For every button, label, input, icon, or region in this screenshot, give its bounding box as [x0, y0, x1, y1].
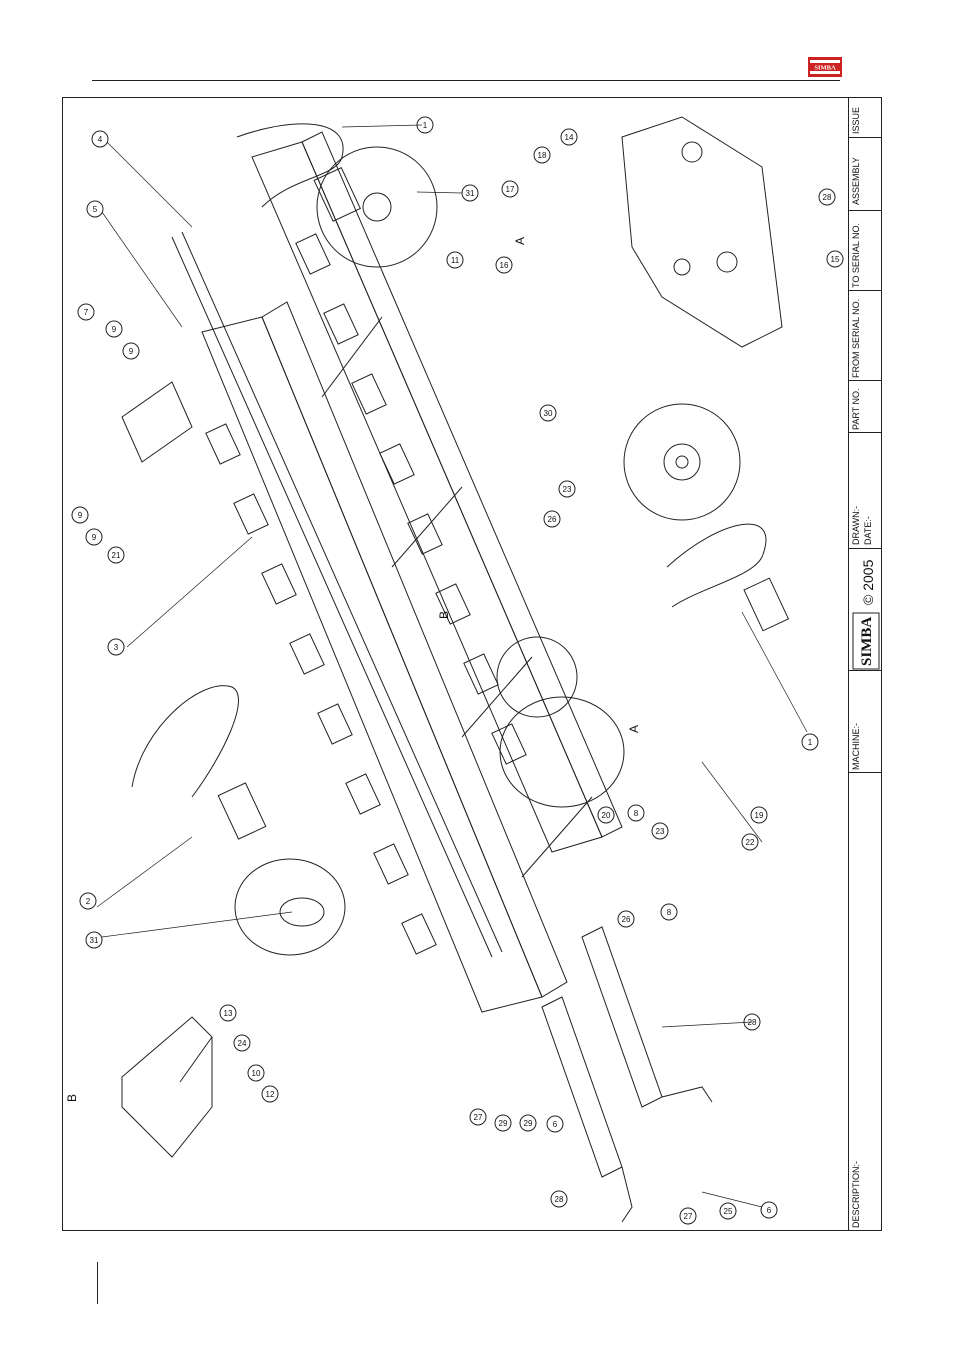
svg-text:31: 31: [90, 936, 99, 945]
disc-blade-right: [624, 404, 740, 520]
svg-text:28: 28: [555, 1195, 564, 1204]
description-label: DESCRIPTION:-: [851, 1161, 861, 1228]
svg-text:1: 1: [808, 738, 813, 747]
svg-text:B: B: [65, 1094, 79, 1102]
detail-b-scraper: [122, 1017, 212, 1157]
tine-arm-right: [667, 524, 766, 607]
hub-left: [218, 783, 265, 839]
hub-top: [314, 168, 360, 221]
svg-text:26: 26: [548, 515, 557, 524]
svg-text:A: A: [513, 237, 527, 245]
svg-text:23: 23: [563, 485, 572, 494]
svg-text:23: 23: [656, 827, 665, 836]
svg-text:8: 8: [634, 809, 639, 818]
svg-text:11: 11: [451, 256, 460, 265]
svg-text:8: 8: [667, 908, 672, 917]
svg-text:6: 6: [767, 1206, 772, 1215]
to-serial-label: TO SERIAL NO.: [851, 223, 861, 288]
svg-text:3: 3: [114, 643, 119, 652]
svg-text:9: 9: [112, 325, 117, 334]
svg-text:28: 28: [823, 193, 832, 202]
svg-text:16: 16: [500, 261, 509, 270]
simba-brand-logo: SIMBA: [852, 612, 880, 670]
svg-text:31: 31: [466, 189, 475, 198]
svg-text:22: 22: [746, 838, 755, 847]
svg-text:9: 9: [92, 533, 97, 542]
svg-text:15: 15: [831, 255, 840, 264]
from-serial-label: FROM SERIAL NO.: [851, 299, 861, 378]
margin-rule: [97, 1262, 98, 1304]
disc-blade-top: [317, 147, 437, 267]
copyright-text: © 2005: [860, 560, 876, 605]
svg-text:SIMBA: SIMBA: [859, 617, 875, 666]
svg-text:7: 7: [84, 308, 89, 317]
hub-right: [744, 578, 788, 631]
tine-brackets: [206, 234, 526, 954]
exploded-assembly-drawing: 1 31 4 18 14 5 17 28 11 16 15 7 9 9 30 2…: [62, 97, 848, 1231]
svg-text:13: 13: [224, 1009, 233, 1018]
adjuster-arm-upper: [582, 927, 662, 1107]
disc-blade-left: [235, 859, 345, 955]
drawn-label: DRAWN:-: [851, 506, 861, 545]
svg-text:1: 1: [423, 121, 428, 130]
svg-text:29: 29: [524, 1119, 533, 1128]
mounting-bracket: [122, 382, 192, 462]
tine-arm-left: [132, 686, 238, 797]
svg-text:24: 24: [238, 1039, 247, 1048]
simba-logo: SIMBA: [808, 57, 842, 77]
svg-text:21: 21: [112, 551, 121, 560]
svg-text:12: 12: [266, 1090, 275, 1099]
svg-text:A: A: [627, 725, 641, 733]
header-rule: [92, 80, 840, 81]
adjuster-arm-lower: [542, 997, 622, 1177]
svg-text:28: 28: [748, 1018, 757, 1027]
adjuster-handle-lower: [622, 1167, 632, 1222]
svg-text:19: 19: [755, 811, 764, 820]
svg-text:30: 30: [544, 409, 553, 418]
detail-a-circle: [500, 697, 624, 807]
svg-text:27: 27: [474, 1113, 483, 1122]
svg-text:SIMBA: SIMBA: [814, 65, 836, 72]
svg-text:10: 10: [252, 1069, 261, 1078]
svg-text:2: 2: [86, 897, 91, 906]
part-no-label: PART NO.: [851, 388, 861, 430]
adjuster-handle-upper: [662, 1087, 712, 1102]
view-labels: A A B B: [65, 237, 641, 1102]
balloons: 1 31 4 18 14 5 17 28 11 16 15 7 9 9 30 2…: [72, 117, 843, 1224]
svg-text:14: 14: [565, 133, 574, 142]
date-label: DATE:-: [863, 516, 873, 545]
svg-text:25: 25: [724, 1207, 733, 1216]
assembly-label: ASSEMBLY: [851, 157, 861, 205]
machine-label: MACHINE:-: [851, 723, 861, 770]
issue-label: ISSUE: [851, 107, 861, 134]
svg-text:5: 5: [93, 205, 98, 214]
svg-text:B: B: [437, 611, 451, 619]
svg-text:20: 20: [602, 811, 611, 820]
tine-arm-top: [237, 124, 343, 207]
svg-text:9: 9: [78, 511, 83, 520]
svg-text:18: 18: [538, 151, 547, 160]
svg-text:6: 6: [553, 1120, 558, 1129]
svg-text:27: 27: [684, 1212, 693, 1221]
svg-text:9: 9: [129, 347, 134, 356]
svg-text:4: 4: [98, 135, 103, 144]
svg-text:26: 26: [622, 915, 631, 924]
detail-b-circle: [497, 637, 577, 717]
leader-lines: [97, 125, 807, 1207]
svg-text:17: 17: [506, 185, 515, 194]
svg-text:29: 29: [499, 1119, 508, 1128]
